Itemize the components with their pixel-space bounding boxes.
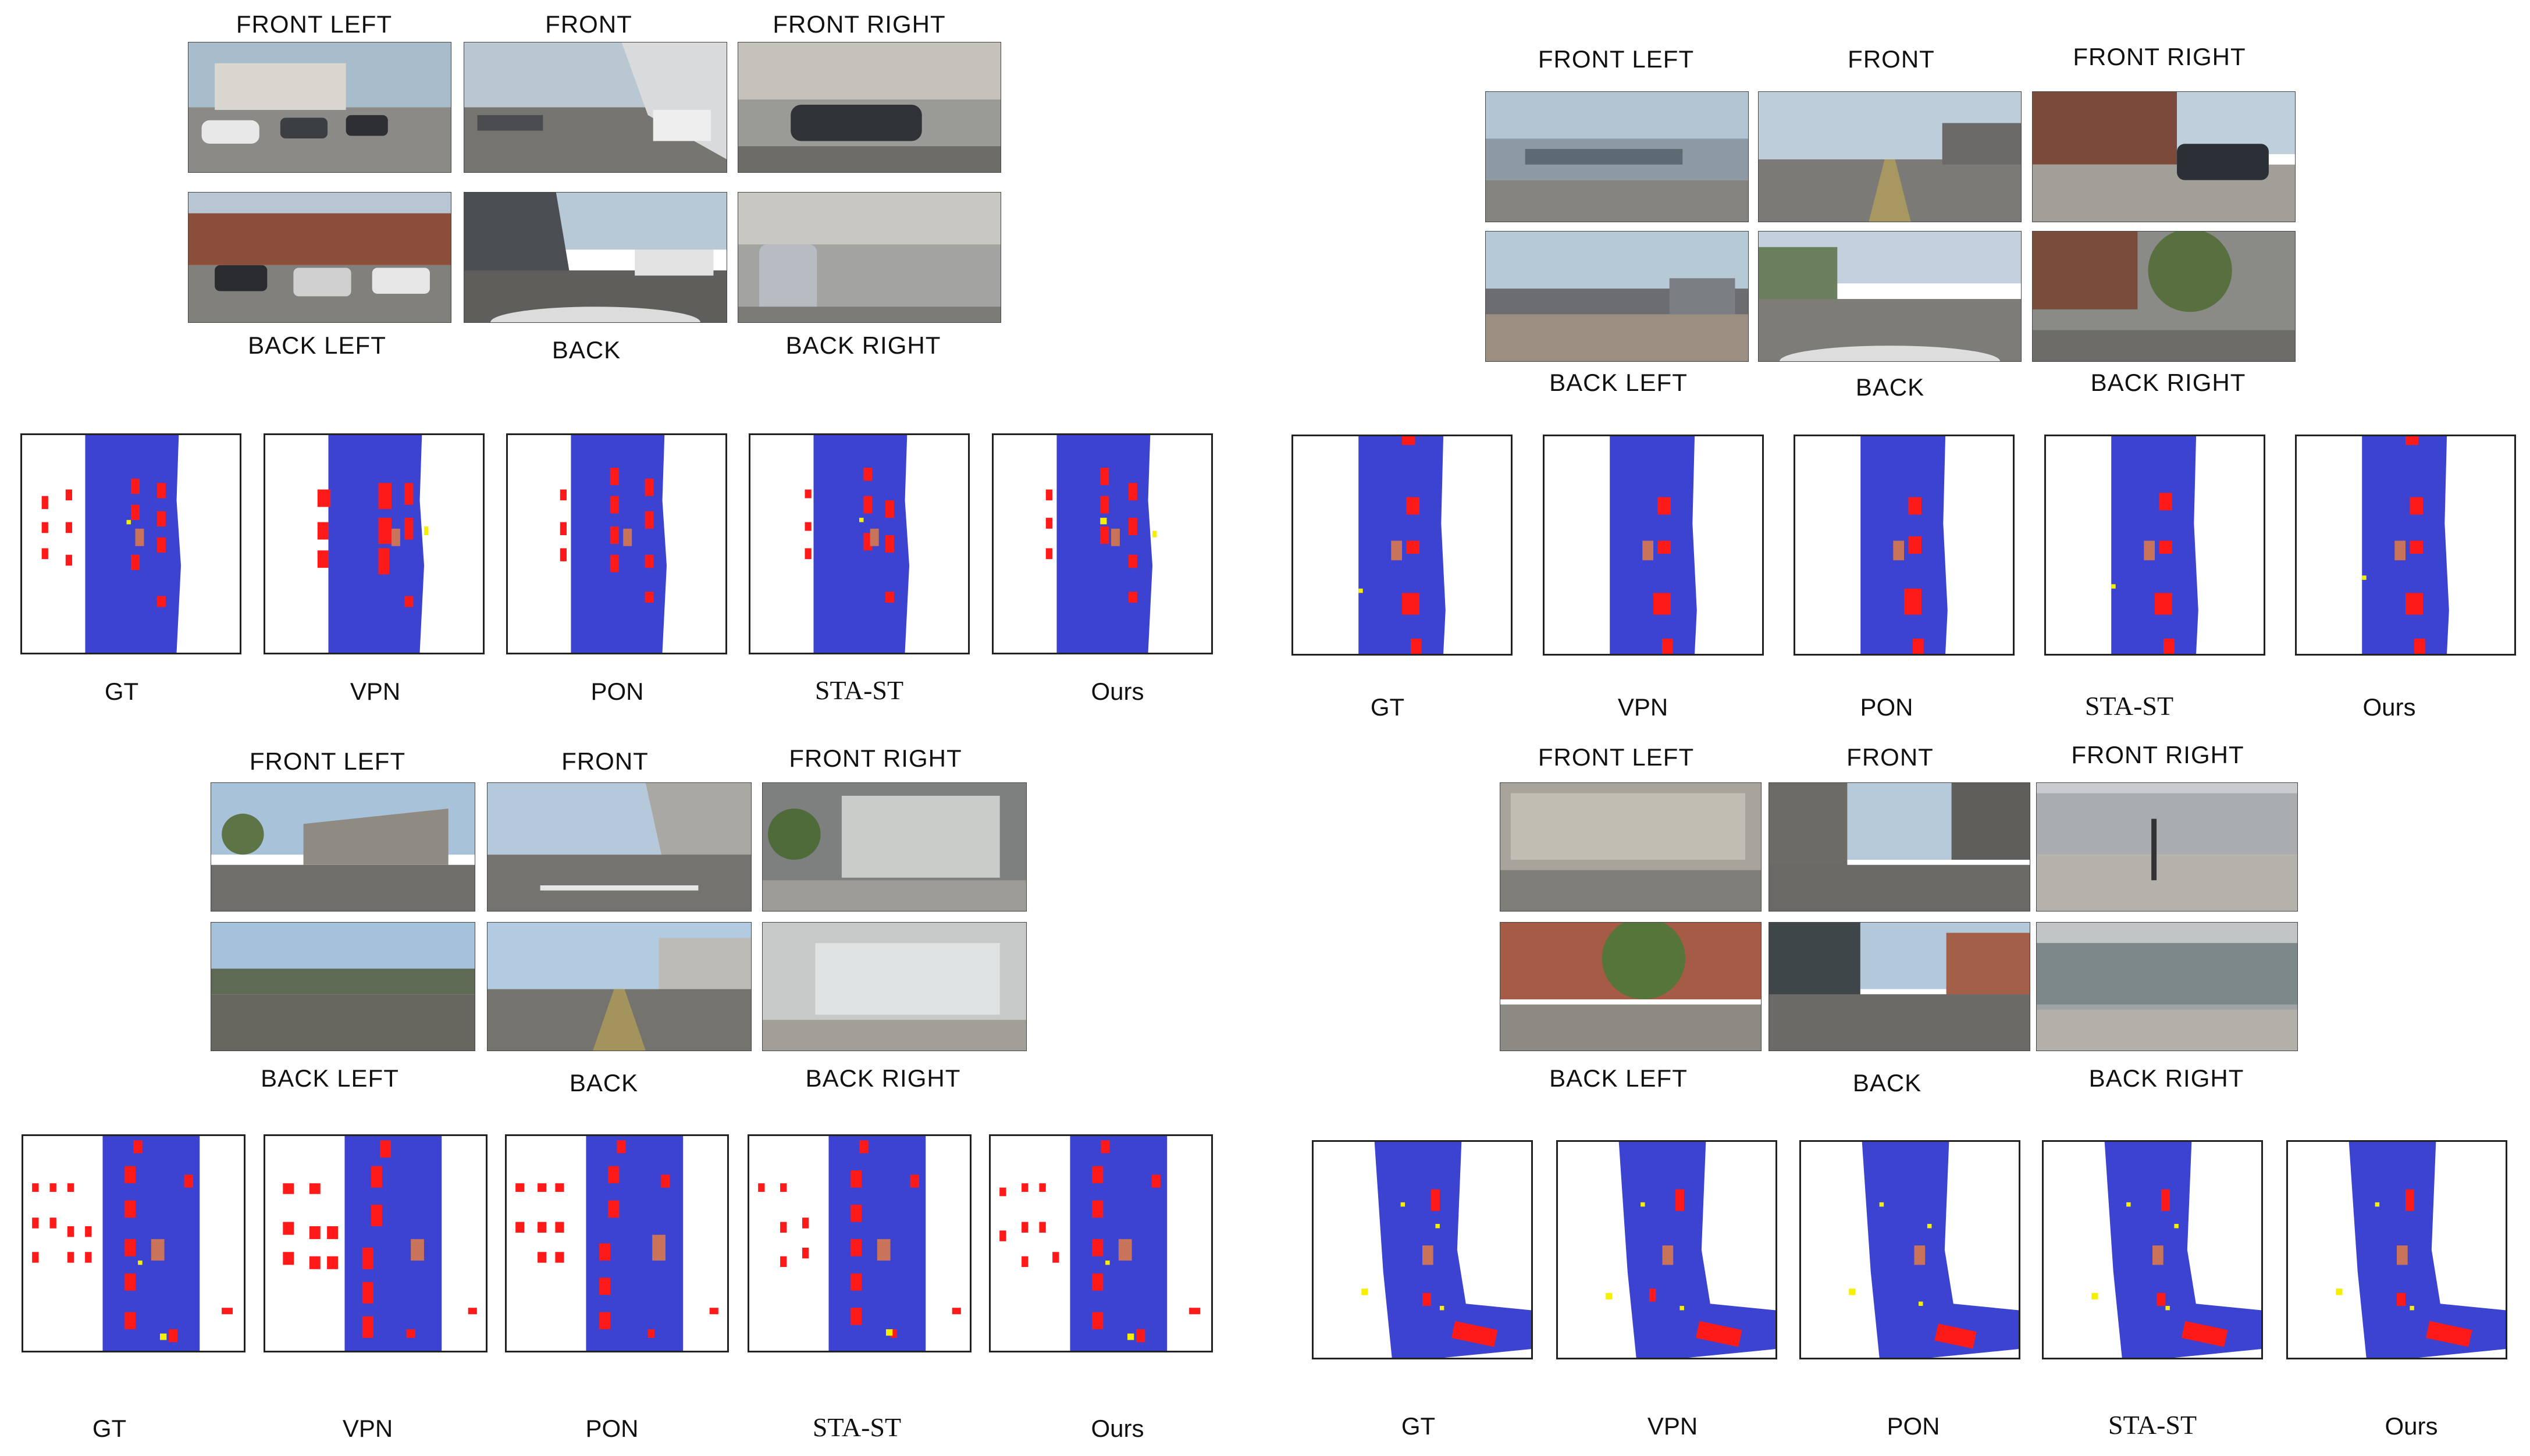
bev-map-gt [20, 433, 241, 654]
camera-image-back-right [762, 922, 1027, 1051]
camera-label-front-left: FRONT LEFT [1538, 743, 1695, 771]
camera-image-front-left [211, 782, 475, 912]
camera-image-back-right [2032, 231, 2296, 362]
camera-label-back-left: BACK LEFT [261, 1065, 399, 1092]
method-label-sta-st: STA-ST [812, 1412, 902, 1442]
method-label-gt: GT [104, 678, 139, 705]
camera-label-front-right: FRONT RIGHT [2073, 43, 2246, 70]
camera-image-front-left [1500, 782, 1762, 912]
method-label-vpn: VPN [350, 678, 401, 705]
bev-map-vpn [1556, 1140, 1777, 1359]
method-label-pon: PON [590, 678, 644, 705]
method-label-vpn: VPN [342, 1415, 393, 1442]
method-label-gt: GT [1401, 1412, 1436, 1440]
bev-map-pon [1799, 1140, 2020, 1359]
camera-label-front: FRONT [545, 10, 632, 38]
bev-map-vpn [1543, 435, 1764, 656]
camera-label-back: BACK [569, 1069, 639, 1097]
method-label-vpn: VPN [1617, 693, 1668, 721]
bev-map-pon [505, 1134, 729, 1352]
camera-image-back-left [188, 192, 451, 323]
camera-image-front [1768, 782, 2030, 912]
camera-label-front-left: FRONT LEFT [1538, 45, 1695, 73]
camera-image-back [464, 192, 727, 323]
camera-label-back-left: BACK LEFT [1549, 1065, 1688, 1092]
bev-map-pon [506, 433, 727, 654]
method-label-ours: Ours [2385, 1412, 2438, 1440]
camera-label-back-right: BACK RIGHT [2088, 1065, 2244, 1092]
method-label-ours: Ours [2362, 693, 2416, 721]
bev-map-sta-st [748, 1134, 972, 1352]
camera-image-back [1758, 231, 2022, 362]
camera-image-front-right [2036, 782, 2298, 912]
bev-map-pon [1794, 435, 2015, 656]
method-label-sta-st: STA-ST [2108, 1410, 2197, 1440]
method-label-ours: Ours [1091, 678, 1144, 705]
camera-label-back-right: BACK RIGHT [805, 1065, 961, 1092]
camera-label-back-left: BACK LEFT [248, 332, 386, 359]
camera-label-back-right: BACK RIGHT [785, 332, 941, 359]
camera-image-front-left [1485, 91, 1749, 222]
camera-image-front-left [188, 42, 451, 173]
camera-image-front [464, 42, 727, 173]
bev-map-gt [1312, 1140, 1533, 1359]
camera-image-front-right [2032, 91, 2296, 222]
bev-map-sta-st [749, 433, 970, 654]
camera-label-front: FRONT [561, 747, 649, 775]
camera-label-front: FRONT [1846, 743, 1934, 771]
camera-image-back-left [1500, 922, 1762, 1051]
camera-label-front-right: FRONT RIGHT [789, 745, 962, 772]
bev-map-vpn [264, 433, 485, 654]
method-label-pon: PON [1860, 693, 1913, 721]
camera-image-back-left [211, 922, 475, 1051]
bev-map-ours [2295, 435, 2516, 656]
bev-map-ours [2286, 1140, 2507, 1359]
method-label-ours: Ours [1091, 1415, 1144, 1442]
bev-map-gt [1291, 435, 1513, 656]
camera-label-front-left: FRONT LEFT [236, 10, 393, 38]
method-label-sta-st: STA-ST [814, 675, 904, 705]
camera-label-front-left: FRONT LEFT [249, 747, 406, 775]
method-label-gt: GT [1370, 693, 1405, 721]
camera-image-back [487, 922, 752, 1051]
bev-map-ours [989, 1134, 1213, 1352]
camera-label-back-right: BACK RIGHT [2090, 369, 2246, 396]
method-label-vpn: VPN [1647, 1412, 1698, 1440]
camera-label-back: BACK [551, 336, 621, 364]
camera-label-front-right: FRONT RIGHT [773, 10, 946, 38]
camera-image-front-right [738, 42, 1001, 173]
bev-map-gt [22, 1134, 245, 1352]
camera-image-front [487, 782, 752, 912]
bev-map-ours [992, 433, 1213, 654]
bev-map-sta-st [2042, 1140, 2263, 1359]
bev-map-sta-st [2044, 435, 2265, 656]
camera-label-front-right: FRONT RIGHT [2071, 741, 2244, 768]
camera-image-front [1758, 91, 2022, 222]
bev-map-vpn [264, 1134, 488, 1352]
camera-label-back-left: BACK LEFT [1549, 369, 1688, 396]
camera-label-front: FRONT [1848, 45, 1935, 73]
camera-image-back-left [1485, 231, 1749, 362]
method-label-pon: PON [585, 1415, 639, 1442]
camera-label-back: BACK [1855, 373, 1925, 401]
camera-image-back-right [2036, 922, 2298, 1051]
camera-label-back: BACK [1852, 1069, 1922, 1097]
camera-image-back [1768, 922, 2030, 1051]
method-label-pon: PON [1887, 1412, 1940, 1440]
method-label-sta-st: STA-ST [2084, 691, 2174, 721]
camera-image-back-right [738, 192, 1001, 323]
method-label-gt: GT [92, 1415, 127, 1442]
camera-image-front-right [762, 782, 1027, 912]
